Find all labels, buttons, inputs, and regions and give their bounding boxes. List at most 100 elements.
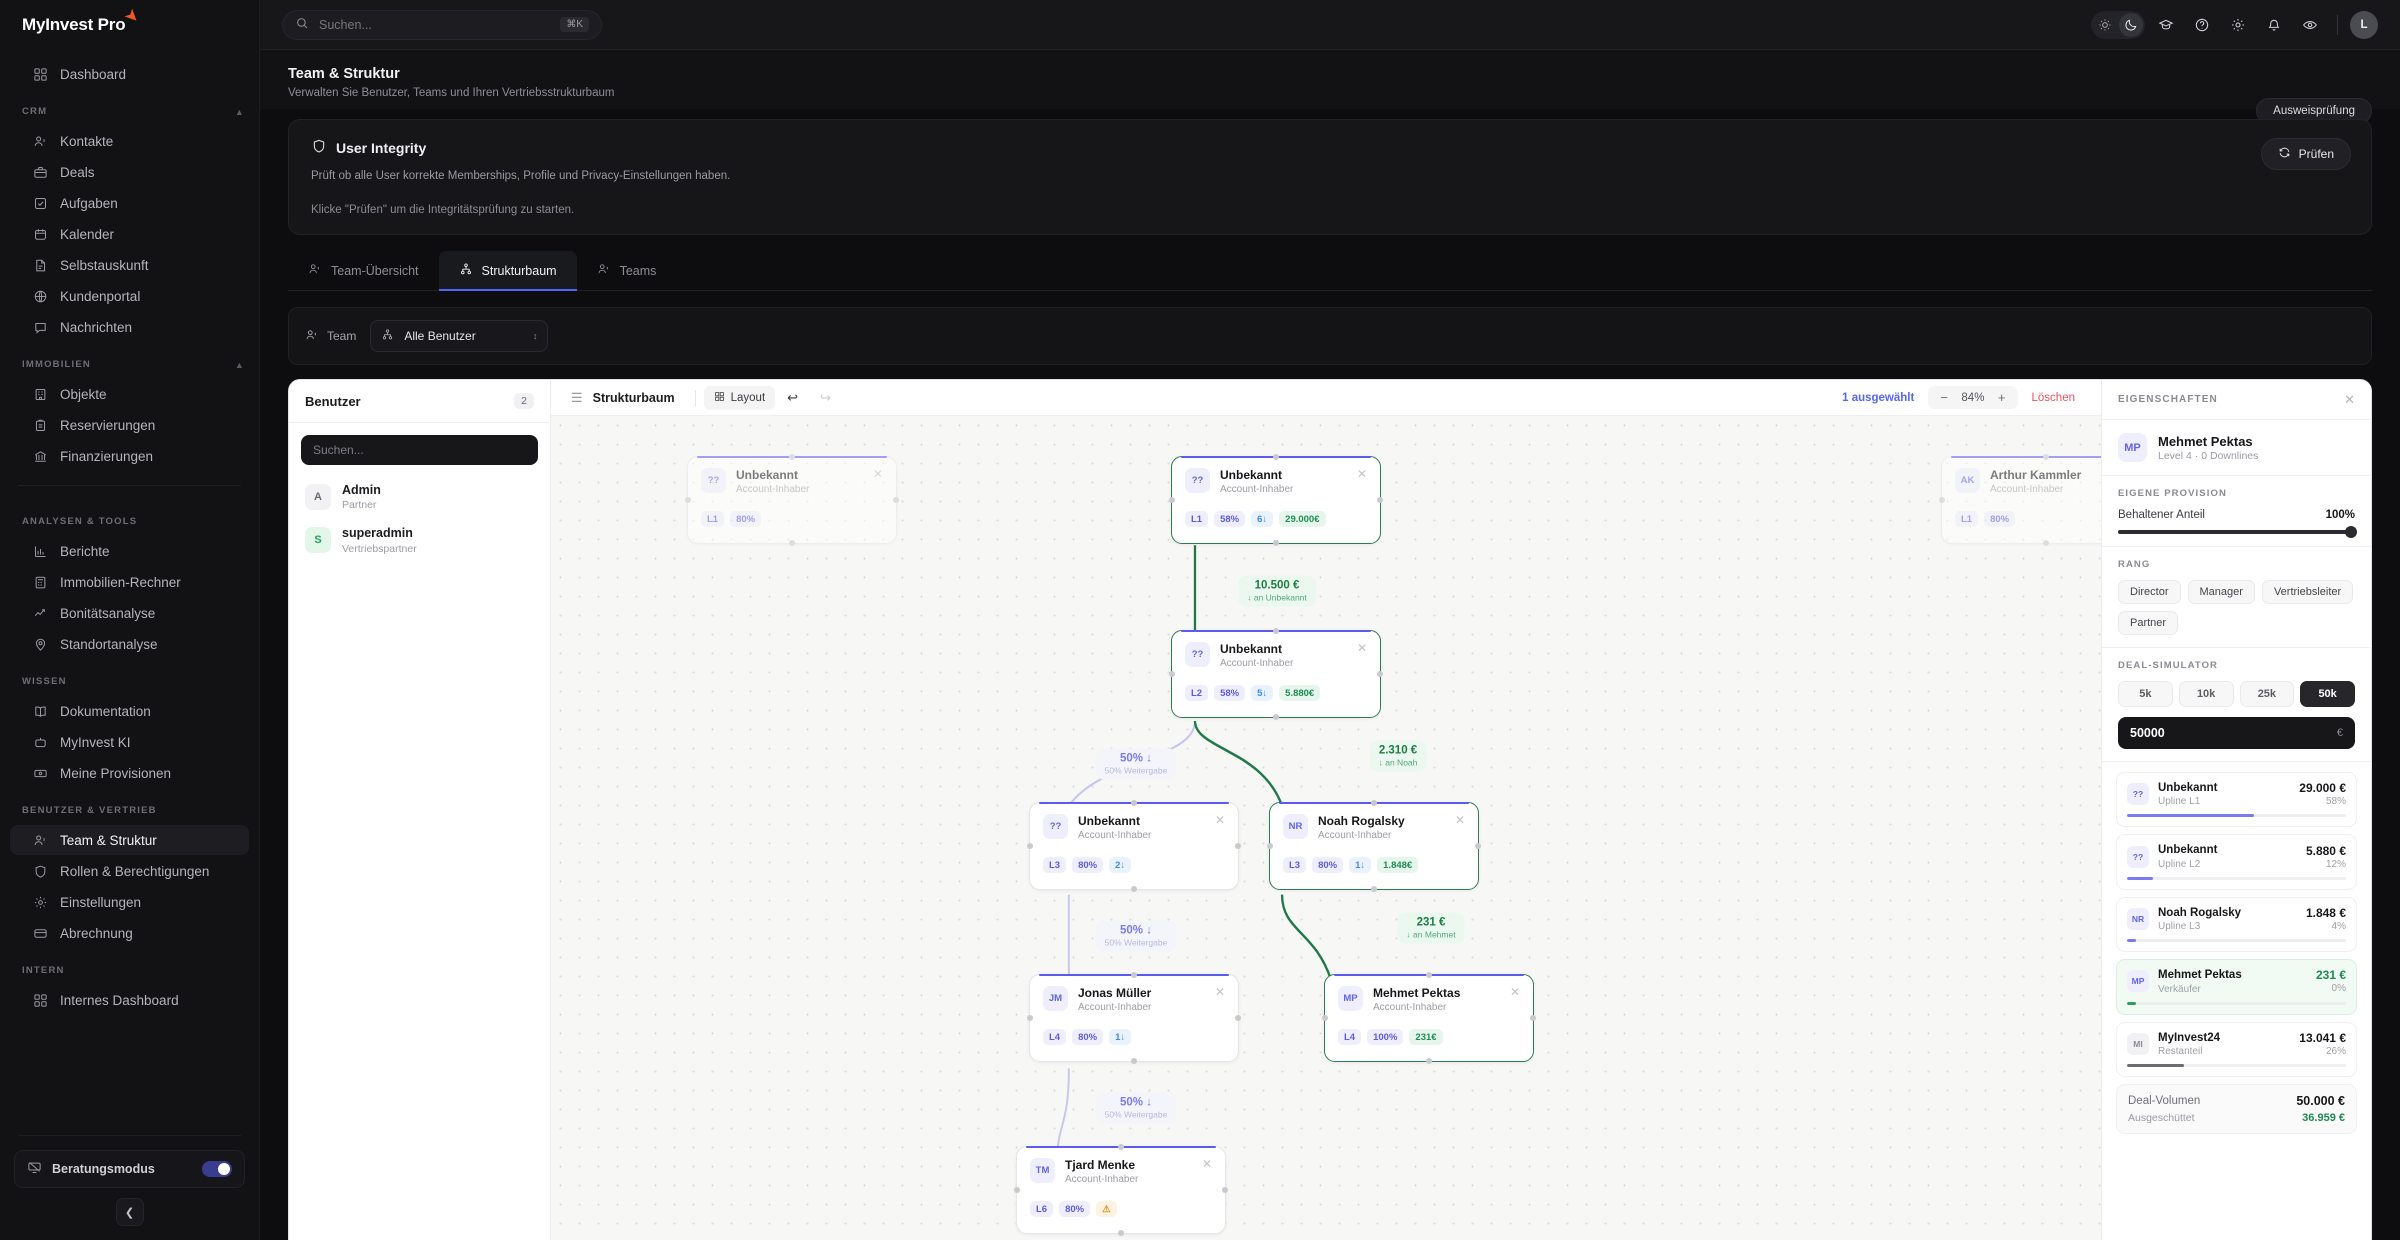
sidebar-item-selbstauskunft[interactable]: Selbstauskunft (10, 250, 249, 280)
node-handle-bottom[interactable] (1273, 714, 1279, 720)
tab-team-uebersicht[interactable]: Team-Übersicht (288, 251, 439, 290)
node-handle-top[interactable] (1371, 800, 1377, 806)
sidebar-item-einstellungen[interactable]: Einstellungen (10, 887, 249, 917)
node-handle-top[interactable] (1118, 1144, 1124, 1150)
sidebar-item-reservierungen[interactable]: Reservierungen (10, 410, 249, 440)
node-handle-bottom[interactable] (1371, 886, 1377, 892)
deal-preset-5k[interactable]: 5k (2118, 681, 2173, 707)
sidebar-item-kundenportal[interactable]: Kundenportal (10, 281, 249, 311)
sidebar-group-immobilien[interactable]: IMMOBILIEN ▲ (0, 343, 259, 378)
team-select[interactable]: Alle Benutzer ↕ (370, 320, 549, 352)
sidebar-item-kontakte[interactable]: Kontakte (10, 126, 249, 156)
tab-teams[interactable]: Teams (577, 251, 677, 290)
node-handle-right[interactable] (1235, 843, 1241, 849)
close-icon[interactable]: ✕ (1201, 1157, 1212, 1171)
node-handle-left[interactable] (1322, 1015, 1328, 1021)
sidebar-item-abrechnung[interactable]: Abrechnung (10, 918, 249, 948)
sidebar-item-rollen-berechtigungen[interactable]: Rollen & Berechtigungen (10, 856, 249, 886)
sidebar-group-crm[interactable]: CRM ▲ (0, 90, 259, 125)
node-handle-top[interactable] (1131, 800, 1137, 806)
delete-button[interactable]: Löschen (2031, 391, 2075, 404)
close-icon[interactable]: ✕ (1454, 813, 1465, 827)
node-handle-left[interactable] (1027, 843, 1033, 849)
tab-strukturbaum[interactable]: Strukturbaum (438, 251, 577, 291)
node-handle-right[interactable] (1377, 671, 1383, 677)
sidebar-item-finanzierungen[interactable]: Finanzierungen (10, 441, 249, 471)
node-handle-left[interactable] (1939, 497, 1945, 503)
node-handle-left[interactable] (1169, 671, 1175, 677)
node-handle-bottom[interactable] (1131, 886, 1137, 892)
node-handle-bottom[interactable] (1118, 1230, 1124, 1236)
sidebar-item-kalender[interactable]: Kalender (10, 219, 249, 249)
deal-preset-50k[interactable]: 50k (2300, 681, 2355, 707)
sidebar-item-objekte[interactable]: Objekte (10, 379, 249, 409)
node-handle-left[interactable] (1267, 843, 1273, 849)
node-handle-left[interactable] (685, 497, 691, 503)
eye-icon[interactable] (2295, 10, 2325, 40)
hamburger-icon[interactable]: ☰ (571, 389, 583, 405)
node-handle-top[interactable] (2043, 454, 2049, 460)
redo-icon[interactable]: ↪ (820, 389, 831, 405)
node-handle-bottom[interactable] (1273, 540, 1279, 546)
close-icon[interactable]: ✕ (872, 467, 883, 481)
node-handle-right[interactable] (1530, 1015, 1536, 1021)
close-icon[interactable]: ✕ (1356, 641, 1367, 655)
sidebar-item-bonitaetsanalyse[interactable]: Bonitätsanalyse (10, 598, 249, 628)
node-handle-top[interactable] (1273, 628, 1279, 634)
node-handle-right[interactable] (1475, 843, 1481, 849)
node-handle-top[interactable] (789, 454, 795, 460)
pruefen-button[interactable]: Prüfen (2260, 138, 2351, 170)
undo-icon[interactable]: ↩ (787, 389, 799, 405)
graduation-cap-icon[interactable] (2151, 10, 2181, 40)
sidebar-item-internes-dashboard[interactable]: Internes Dashboard (10, 985, 249, 1015)
node-handle-right[interactable] (1377, 497, 1383, 503)
zoom-in-button[interactable]: + (1997, 390, 2006, 405)
node-handle-left[interactable] (1027, 1015, 1033, 1021)
own-commission-slider[interactable] (2118, 526, 2357, 538)
node-handle-right[interactable] (1222, 1187, 1228, 1193)
close-icon[interactable]: ✕ (2344, 392, 2355, 407)
gear-icon[interactable] (2223, 10, 2253, 40)
close-icon[interactable]: ✕ (1356, 467, 1367, 481)
list-item[interactable]: S superadmin Vertriebspartner (299, 518, 540, 561)
node-handle-right[interactable] (893, 497, 899, 503)
sidebar-item-standortanalyse[interactable]: Standortanalyse (10, 629, 249, 659)
sidebar-item-myinvest-ki[interactable]: MyInvest KI (10, 727, 249, 757)
node-handle-right[interactable] (1235, 1015, 1241, 1021)
search-input[interactable]: Suchen... ⌘K (282, 9, 602, 40)
close-icon[interactable]: ✕ (1214, 813, 1225, 827)
close-icon[interactable]: ✕ (1214, 985, 1225, 999)
deal-preset-10k[interactable]: 10k (2178, 681, 2234, 707)
advisor-mode-row[interactable]: Beratungsmodus (14, 1150, 245, 1188)
node-handle-bottom[interactable] (1131, 1058, 1137, 1064)
sidebar-item-nachrichten[interactable]: Nachrichten (10, 312, 249, 342)
node-handle-top[interactable] (1131, 972, 1137, 978)
layout-button[interactable]: Layout (703, 385, 776, 410)
sidebar-item-berichte[interactable]: Berichte (10, 536, 249, 566)
sidebar-item-immobilien-rechner[interactable]: Immobilien-Rechner (10, 567, 249, 597)
node-handle-bottom[interactable] (2043, 540, 2049, 546)
theme-toggle[interactable] (2091, 10, 2145, 39)
avatar[interactable]: L (2350, 10, 2378, 39)
rank-option-manager[interactable]: Manager (2187, 580, 2255, 604)
node-handle-bottom[interactable] (1426, 1058, 1432, 1064)
sidebar-item-team-struktur[interactable]: Team & Struktur (10, 825, 249, 855)
node-handle-top[interactable] (1426, 972, 1432, 978)
moon-icon[interactable] (2119, 12, 2143, 37)
rank-option-director[interactable]: Director (2118, 580, 2181, 604)
users-search-input[interactable]: Suchen... (301, 435, 538, 465)
close-icon[interactable]: ✕ (1509, 985, 1520, 999)
zoom-out-button[interactable]: − (1940, 390, 1948, 405)
node-handle-bottom[interactable] (789, 540, 795, 546)
deal-preset-25k[interactable]: 25k (2239, 681, 2295, 707)
sidebar-item-aufgaben[interactable]: Aufgaben (10, 188, 249, 218)
node-handle-top[interactable] (1273, 454, 1279, 460)
sidebar-item-dokumentation[interactable]: Dokumentation (10, 696, 249, 726)
